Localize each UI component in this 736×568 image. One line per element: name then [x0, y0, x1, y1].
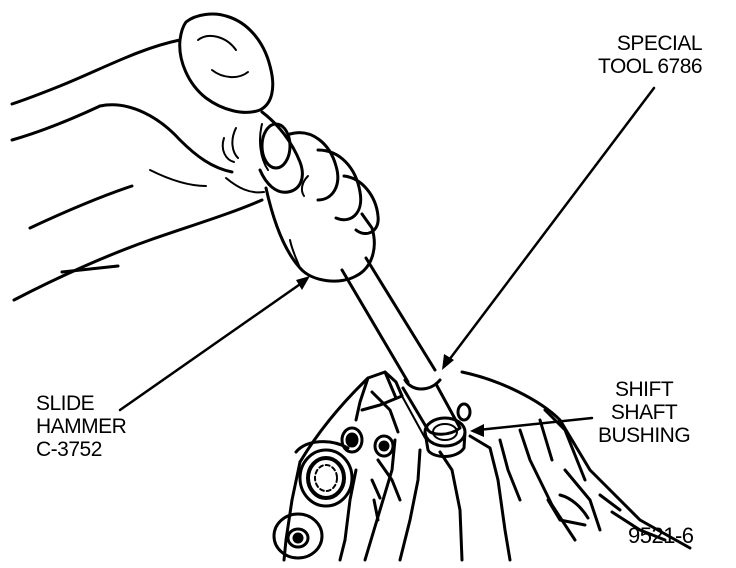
label-slide-hammer-line3: C-3752 — [36, 438, 102, 461]
transmission-housing — [282, 370, 692, 562]
label-slide-hammer: SLIDE HAMMER C-3752 — [36, 392, 127, 461]
special-tool-shaft — [340, 256, 472, 439]
label-bushing-line3: BUSHING — [598, 424, 691, 447]
label-bushing-line1: SHIFT — [615, 378, 674, 401]
lower-boss — [272, 512, 324, 560]
leader-slide-hammer — [118, 278, 308, 412]
leader-bushing — [476, 416, 594, 432]
housing-boss — [340, 426, 395, 458]
arrow-slide-hammer — [296, 276, 310, 290]
figure-number: 9521-6 — [628, 523, 694, 548]
label-shift-shaft-bushing: SHIFT SHAFT BUSHING — [598, 378, 691, 447]
label-bushing-line2: SHAFT — [610, 401, 678, 424]
slide-hammer-handle — [264, 186, 376, 283]
leader-lines — [118, 86, 656, 432]
label-special-tool-line1: SPECIAL — [616, 32, 703, 55]
label-special-tool-line2: TOOL 6786 — [598, 55, 703, 78]
arrow-bushing — [470, 424, 484, 437]
label-slide-hammer-line2: HAMMER — [36, 415, 127, 438]
label-slide-hammer-line1: SLIDE — [36, 392, 95, 415]
arrowheads — [296, 276, 484, 437]
arrow-special-tool — [442, 354, 454, 370]
label-special-tool: SPECIAL TOOL 6786 — [598, 32, 703, 78]
threaded-port — [294, 440, 354, 508]
hand — [10, 12, 380, 302]
leader-special-tool — [444, 86, 656, 366]
